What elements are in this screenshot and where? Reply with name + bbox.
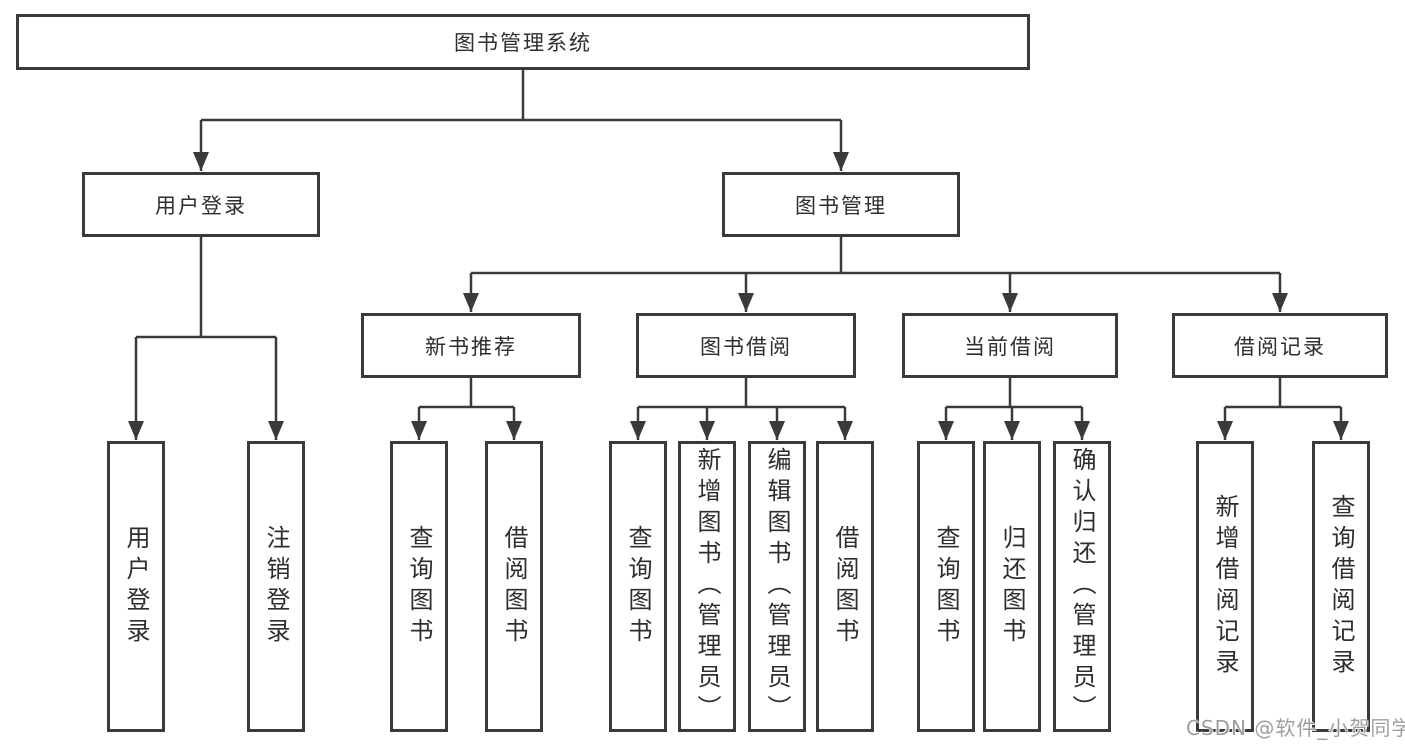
- leaf-confirm-return-admin: 确认归还（管理员）: [1053, 441, 1111, 732]
- leaf-logout: 注销登录: [247, 441, 305, 732]
- node-book-management: 图书管理: [722, 172, 960, 237]
- leaf-confirm-return-admin-label: 确认归还（管理员）: [1068, 447, 1096, 726]
- leaf-add-books-admin-label: 新增图书（管理员）: [693, 447, 721, 726]
- leaf-query-books-current-label: 查询图书: [932, 524, 960, 649]
- leaf-add-borrow-record-label: 新增借阅记录: [1211, 493, 1239, 680]
- leaf-query-borrow-record: 查询借阅记录: [1312, 441, 1370, 732]
- node-borrowing-records: 借阅记录: [1172, 313, 1388, 378]
- node-library-management-system: 图书管理系统: [16, 14, 1030, 70]
- leaf-return-books-label: 归还图书: [998, 524, 1026, 649]
- leaf-query-books-borrowing-label: 查询图书: [624, 524, 652, 649]
- watermark-text: CSDN @软件_小贺同学: [1186, 716, 1405, 740]
- node-current-borrowing: 当前借阅: [902, 313, 1118, 378]
- node-new-book-recommendation: 新书推荐: [361, 313, 581, 378]
- leaf-borrow-books-recommendation: 借阅图书: [485, 441, 543, 732]
- leaf-query-books-current: 查询图书: [917, 441, 975, 732]
- leaf-add-borrow-record: 新增借阅记录: [1196, 441, 1254, 732]
- node-user-login: 用户登录: [82, 172, 320, 237]
- leaf-logout-label: 注销登录: [262, 524, 290, 649]
- leaf-add-books-admin: 新增图书（管理员）: [678, 441, 736, 732]
- leaf-borrow-books-label: 借阅图书: [831, 524, 859, 649]
- leaf-query-books-recommendation: 查询图书: [390, 441, 448, 732]
- leaf-query-books-borrowing: 查询图书: [609, 441, 667, 732]
- leaf-query-borrow-record-label: 查询借阅记录: [1327, 493, 1355, 680]
- leaf-query-books-recommendation-label: 查询图书: [405, 524, 433, 649]
- node-book-borrowing: 图书借阅: [636, 313, 856, 378]
- leaf-borrow-books: 借阅图书: [816, 441, 874, 732]
- leaf-return-books: 归还图书: [983, 441, 1041, 732]
- leaf-user-login: 用户登录: [107, 441, 165, 732]
- leaf-edit-books-admin: 编辑图书（管理员）: [748, 441, 806, 732]
- leaf-edit-books-admin-label: 编辑图书（管理员）: [763, 447, 791, 726]
- leaf-user-login-label: 用户登录: [122, 524, 150, 649]
- leaf-borrow-books-recommendation-label: 借阅图书: [500, 524, 528, 649]
